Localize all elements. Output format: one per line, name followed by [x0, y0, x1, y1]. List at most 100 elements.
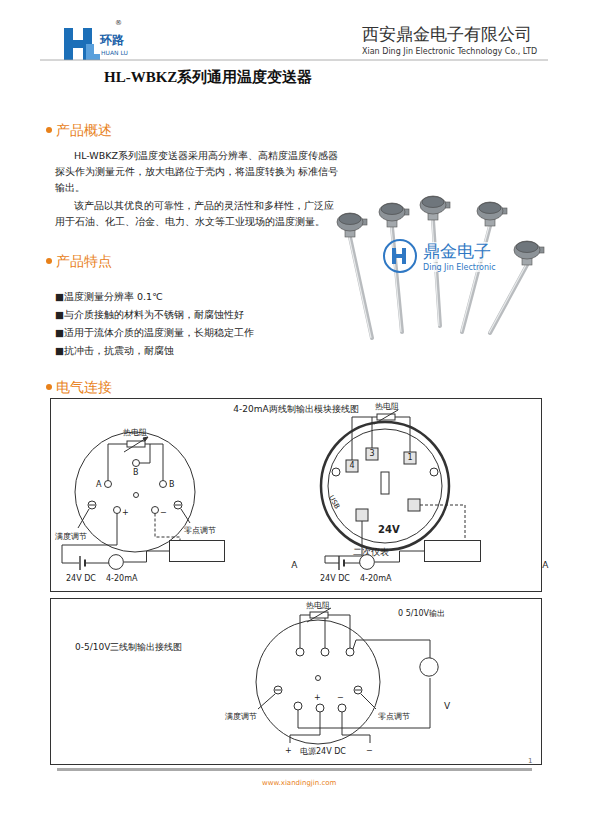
section-dot-part: [46, 384, 52, 390]
probe-photo-part: [337, 213, 367, 237]
frame: [51, 399, 542, 765]
housing-left-part: [152, 507, 159, 514]
footer-bar: [57, 768, 532, 771]
module-right-part: [381, 472, 389, 494]
module-right-part: [430, 468, 438, 476]
company-name: 西安鼎金电子有限公司: [362, 25, 532, 45]
watermark-logo: [384, 240, 416, 272]
symbol-outline: [420, 658, 438, 676]
feature-item: ■温度测量分辨率 0.1℃: [55, 292, 163, 303]
probe-photo-part-part: [489, 265, 526, 333]
housing-3wire-part: [274, 686, 282, 694]
pin-label: +: [122, 508, 129, 517]
module-right-part-part: [372, 417, 373, 448]
watermark-logo-part: [384, 240, 416, 272]
housing-3wire-part: [354, 686, 362, 694]
housing-3wire-part: [316, 676, 321, 681]
probe-photo-part: [349, 220, 526, 338]
symbol-outline: [359, 554, 375, 570]
header-rule: [40, 60, 548, 61]
probe-photo-part-part: [350, 237, 372, 338]
probe-photo-part: [420, 196, 450, 220]
housing-3wire-part: [321, 648, 329, 656]
module-right-part: [352, 417, 410, 460]
signal-label: 4-20mA: [106, 574, 137, 583]
logo-text: 环路: [100, 34, 124, 48]
housing-3wire-part: [256, 620, 380, 744]
body-text: HL-WBKZ系列温度变送器采用高分辨率、高精度温度传感器探头作为测量元件，放大…: [55, 148, 340, 196]
module-right-part-part: [356, 509, 368, 521]
callout-label: 满度调节: [55, 532, 87, 541]
housing-left-part: [140, 444, 151, 463]
terminal-number: 1: [408, 453, 413, 462]
probe-photo-part-part: [433, 220, 440, 326]
housing-left-part: [124, 437, 148, 452]
body-text: 该产品以其优良的可靠性，产品的灵活性和多样性，广泛应用于石油、化工、冶金、电力、…: [55, 198, 340, 230]
module-right-part-part: [344, 563, 360, 564]
housing-left-part: [175, 505, 181, 506]
signal-label: 4-20mA: [360, 574, 391, 583]
housing-left-part: [134, 493, 139, 498]
probe-photo-part: [379, 203, 409, 227]
symbol-outline: [419, 657, 439, 677]
logo-part: [86, 44, 100, 60]
module-right-part: [332, 468, 340, 476]
housing-3wire-part: [346, 648, 354, 656]
section-heading: 产品特点: [56, 253, 112, 269]
symbol-outline: [360, 555, 375, 570]
symbol-outline: [108, 554, 124, 570]
feature-item: ■抗冲击，抗震动，耐腐蚀: [55, 346, 174, 357]
housing-left-part: [105, 481, 112, 488]
probe-photo-part-part: [349, 237, 371, 338]
part-label: 热电阻: [123, 428, 147, 437]
module-right-part-part: [352, 417, 377, 460]
feature-item: ■适用于流体介质的温度测量，长期稳定工作: [55, 328, 254, 339]
housing-left-part: [75, 432, 195, 552]
website: www.xiandingjin.com: [262, 779, 336, 787]
symbol-text: A: [291, 560, 297, 570]
housing-left-part: [88, 501, 96, 509]
footer-bar-part: [57, 768, 532, 771]
symbol-outline: [109, 555, 124, 570]
housing-3wire-part: [355, 690, 361, 691]
signal-label: 24V DC: [66, 574, 96, 583]
housing-3wire: [256, 608, 430, 744]
watermark: Ding Jin Electronic: [422, 263, 497, 272]
page-number: 1: [528, 757, 532, 765]
section-heading: 产品概述: [56, 122, 112, 138]
part-label: 热电阻: [306, 601, 330, 610]
watermark-logo-part: [392, 248, 406, 264]
section-dot-part: [46, 127, 52, 133]
panel-title: 4-20mA两线制输出模块接线图: [233, 404, 358, 414]
housing-3wire-part: [298, 678, 430, 728]
housing-left-part: [145, 444, 163, 481]
probe-photo-part: [477, 202, 507, 226]
pin-label: B: [133, 468, 139, 477]
watermark: 鼎金电子: [422, 242, 492, 262]
ammeter-symbol: A: [108, 554, 124, 570]
housing-3wire-part: [342, 712, 370, 743]
housing-left-part: [143, 437, 148, 441]
diagram-panel: 0-5/10V三线制输出接线图V: [50, 598, 542, 765]
pin-label: −: [337, 693, 344, 702]
header-rule-part: [40, 60, 548, 61]
probe-photo-part: [514, 241, 544, 265]
housing-3wire-part: [353, 640, 430, 658]
section-dot-part: [46, 258, 52, 264]
housing-left-part: [114, 507, 121, 514]
probe-photo: [337, 196, 544, 338]
module-right-part: [321, 422, 449, 550]
feature-item: ■与介质接触的材料为不锈钢，耐腐蚀性好: [55, 310, 244, 321]
housing-left-part: [89, 505, 95, 506]
module-right-part: [328, 429, 442, 543]
module-right-part: [374, 410, 398, 424]
housing-left-part: [174, 501, 182, 509]
housing-left-part: [85, 563, 109, 564]
pin-label: −: [160, 508, 167, 517]
ammeter-symbol: A: [359, 554, 375, 570]
section-heading: 电气连接: [56, 379, 112, 395]
signal-label: 24V DC: [320, 574, 350, 583]
housing-3wire-part: [296, 648, 304, 656]
trademark: ®: [115, 19, 122, 27]
housing-left-part: [160, 481, 167, 488]
